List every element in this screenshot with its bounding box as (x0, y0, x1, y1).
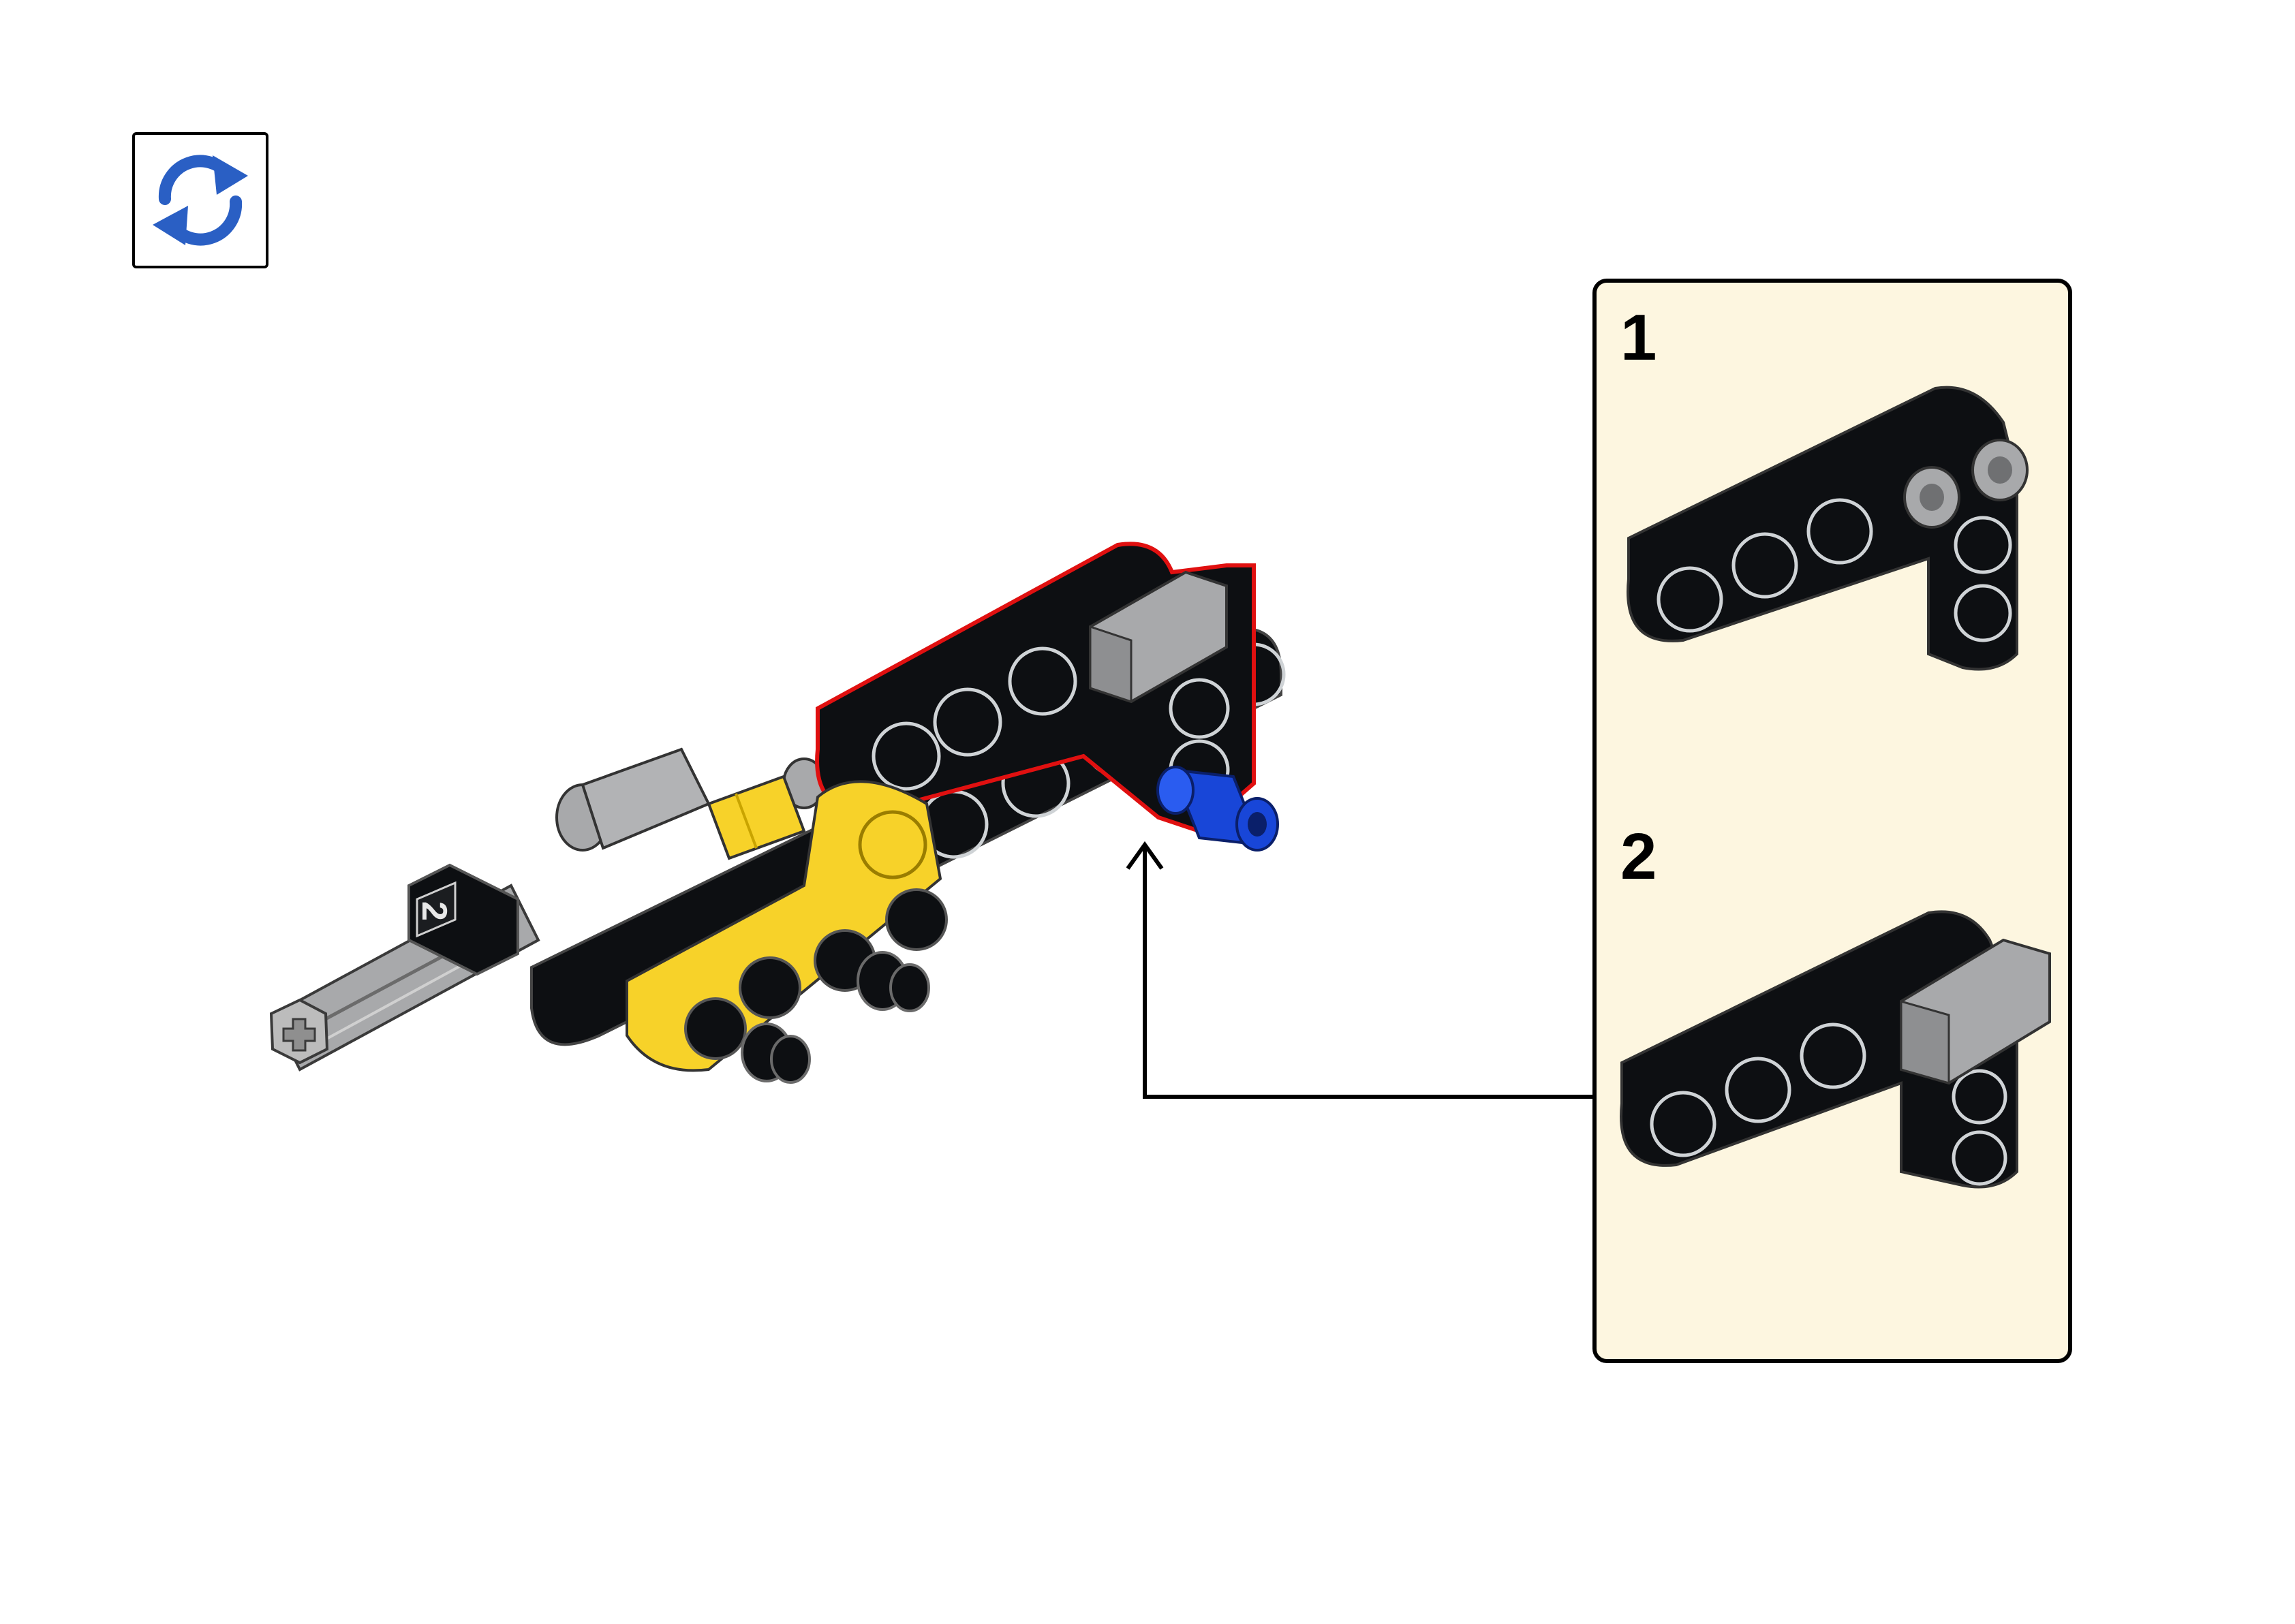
callout-step-2: 2 (1620, 820, 2051, 1189)
placement-arrow (1126, 841, 1595, 1099)
sub-assembly-callout: 1 (1592, 279, 2072, 1363)
gray-pins (555, 747, 826, 852)
yellow-bush (707, 775, 806, 860)
callout-step-1: 1 (1620, 301, 2029, 671)
black-connector: 2 (407, 863, 519, 976)
step-number-1: 1 (1620, 301, 1657, 374)
blue-pin (1156, 766, 1279, 852)
black-pins (741, 951, 930, 1084)
l-beam-part (1627, 386, 2029, 671)
step-number-2: 2 (1620, 820, 1657, 893)
badge-label: 2 (414, 901, 454, 921)
highlighted-l-beam (815, 542, 1256, 834)
rotate-model-button[interactable] (132, 132, 268, 268)
yellow-l-beam (626, 780, 948, 1072)
l-beam-with-tile-part (1620, 910, 2051, 1189)
part-count-badge: 2 (414, 881, 457, 938)
model-assembly: 2 (269, 542, 1286, 1084)
